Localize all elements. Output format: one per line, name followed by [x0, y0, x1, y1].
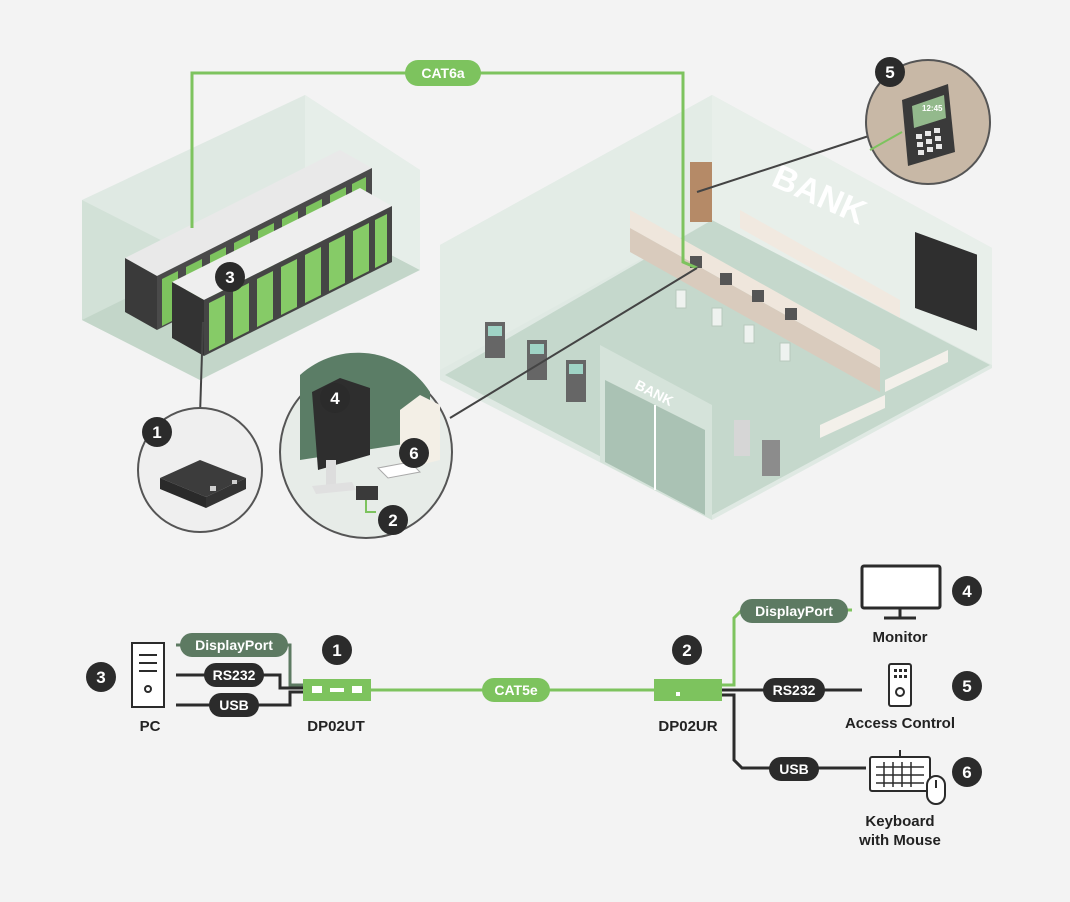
queue-kiosk: [734, 420, 750, 456]
bank-back-wall-left: [440, 95, 712, 370]
cat5e-label: CAT5e: [494, 682, 538, 698]
svg-text:2: 2: [682, 641, 691, 660]
svg-text:1: 1: [152, 423, 161, 442]
keyboard-label-line2: with Mouse: [858, 832, 941, 849]
cat5e-pill: [482, 678, 550, 702]
badge-4-scene: [320, 383, 350, 413]
svg-text:1: 1: [332, 641, 341, 660]
badge-6: [952, 757, 982, 787]
right-displayport-label: DisplayPort: [755, 603, 833, 619]
server-room: [82, 95, 420, 380]
badge-2: [672, 635, 702, 665]
svg-text:5: 5: [885, 63, 894, 82]
receiver-label: DP02UR: [658, 718, 717, 735]
right-usb-label: USB: [779, 761, 809, 777]
badge-2-scene: [378, 505, 408, 535]
back-counter: [740, 210, 900, 318]
svg-text:6: 6: [409, 444, 418, 463]
badge-3: [86, 662, 116, 692]
svg-text:5: 5: [962, 677, 971, 696]
trash-bin: [762, 440, 780, 476]
zoom-access-keypad: 12:45: [865, 59, 991, 185]
receiver-dp02ur: [654, 679, 722, 701]
mouse-icon: [926, 775, 946, 805]
left-displayport-label: DisplayPort: [195, 637, 273, 653]
atm-machines: [485, 322, 586, 402]
badge-1: [322, 635, 352, 665]
keypad-time: 12:45: [922, 104, 943, 113]
svg-text:2: 2: [388, 511, 397, 530]
scene-badges: 3 1 4 6 2 5: [142, 57, 905, 535]
waiting-benches: [820, 350, 948, 438]
right-displayport-pill: [740, 599, 848, 623]
cat6a-pill: [405, 60, 481, 86]
svg-text:3: 3: [96, 668, 105, 687]
cat6a-label: CAT6a: [421, 65, 465, 81]
badge-5-scene: [875, 57, 905, 87]
teller-counter: [630, 210, 880, 368]
svg-text:6: 6: [962, 763, 971, 782]
zoom-receiver: [356, 486, 378, 500]
badge-5: [952, 671, 982, 701]
monitor-icon: [860, 564, 942, 620]
right-usb-pill: [769, 757, 819, 781]
right-rs232-pill: [763, 678, 825, 702]
pc-icon: [131, 642, 165, 708]
transmitter-label: DP02UT: [307, 718, 365, 735]
svg-text:3: 3: [225, 268, 234, 287]
monitor-label: Monitor: [873, 629, 928, 646]
keyboard-mouse-icon: [869, 750, 946, 805]
pc-label: PC: [140, 718, 161, 735]
access-control-icon: [888, 663, 912, 707]
badge-1-scene: [142, 417, 172, 447]
svg-text:4: 4: [962, 582, 972, 601]
left-displayport-pill: [180, 633, 288, 657]
badge-4: [952, 576, 982, 606]
badge-6-scene: [399, 438, 429, 468]
keyboard-label-line1: Keyboard: [865, 813, 934, 830]
teller-stools: [675, 289, 791, 362]
transmitter-dp02ut: [303, 679, 371, 701]
cat6a-link: CAT6a: [190, 60, 698, 270]
schematic: PC 3 DisplayPort RS232 USB DP02UT 1 CAT5…: [86, 564, 982, 849]
staff-door: [690, 162, 712, 222]
left-rs232-pill: [204, 663, 264, 687]
left-usb-pill: [209, 693, 259, 717]
badge-3-scene: [215, 262, 245, 292]
svg-text:4: 4: [330, 389, 340, 408]
right-rs232-label: RS232: [773, 682, 816, 698]
left-rs232-label: RS232: [213, 667, 256, 683]
zoom-workstation: [279, 352, 453, 539]
left-usb-label: USB: [219, 697, 249, 713]
bank-floor: [445, 220, 990, 515]
exchange-rate-board: [915, 231, 977, 331]
bank-building: BANK BANK: [440, 95, 992, 520]
callout-lines: [199, 132, 879, 419]
access-control-label: Access Control: [845, 715, 955, 732]
